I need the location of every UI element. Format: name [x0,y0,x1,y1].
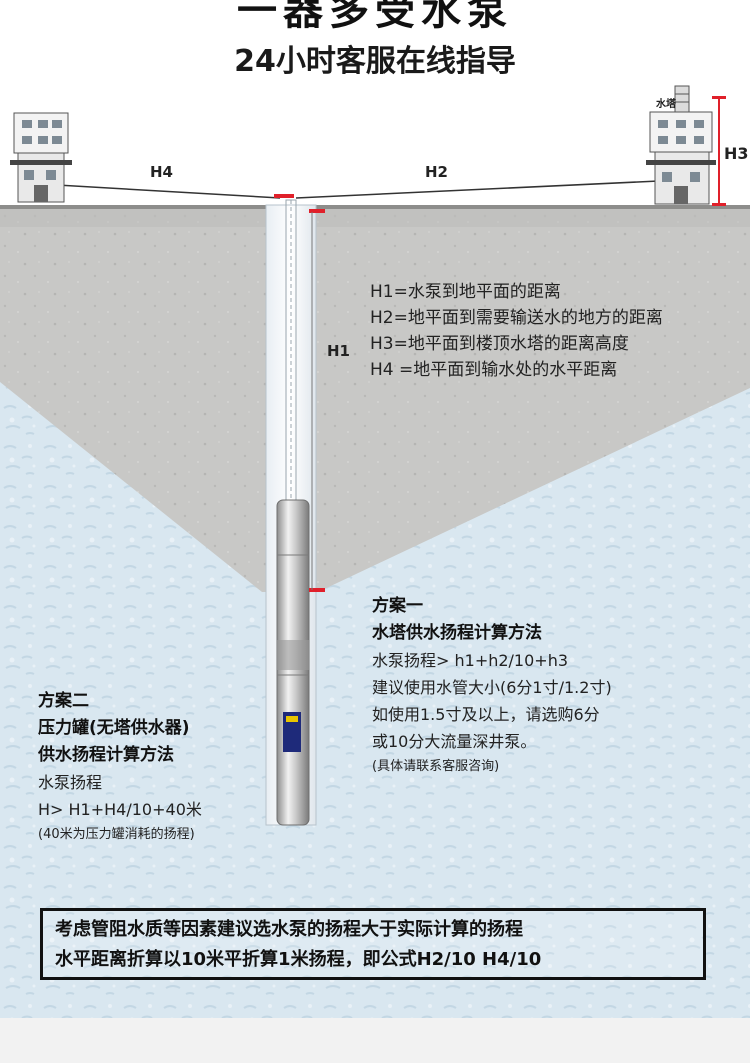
page-subtitle: 24小时客服在线指导 [0,36,750,80]
footer-note-line-2: 水平距离折算以10米平折算1米扬程，即公式H2/10 H4/10 [43,945,703,975]
legend-h4: H4 =地平面到输水处的水平距离 [370,357,663,383]
plan-two-note: (40米为压力罐消耗的扬程) [38,823,202,847]
plan-one: 方案一 水塔供水扬程计算方法 水泵扬程> h1+h2/10+h3 建议使用水管大… [372,593,612,779]
plan-two: 方案二 压力罐(无塔供水器) 供水扬程计算方法 水泵扬程 H> H1+H4/10… [38,688,202,847]
plan-one-line: 水泵扬程> h1+h2/10+h3 [372,647,612,674]
bottom-bar [0,1018,750,1063]
legend-h3: H3=地平面到楼顶水塔的距离高度 [370,331,663,357]
legend-h2: H2=地平面到需要输送水的地方的距离 [370,305,663,331]
submersible-pump [277,500,309,825]
left-building [10,113,72,202]
plan-two-title: 方案二 [38,688,202,715]
label-h2: H2 [425,163,448,181]
plan-two-line: H> H1+H4/10+40米 [38,796,202,823]
plan-one-line: 建议使用水管大小(6分1寸/1.2寸) [372,674,612,701]
top-title-partial: 一器多受水泵 [0,0,750,36]
plan-one-line: 如使用1.5寸及以上，请选购6分 [372,701,612,728]
plan-one-note: (具体请联系客服咨询) [372,755,612,779]
plan-two-subtitle-1: 压力罐(无塔供水器) [38,715,202,742]
plan-one-title: 方案一 [372,593,612,620]
plan-one-subtitle: 水塔供水扬程计算方法 [372,620,612,647]
label-h4: H4 [150,163,173,181]
label-water-tower: 水塔 [656,95,676,110]
legend-h1: H1=水泵到地平面的距离 [370,279,663,305]
label-h3: H3 [724,144,749,163]
plan-two-line: 水泵扬程 [38,769,202,796]
plan-two-subtitle-2: 供水扬程计算方法 [38,742,202,769]
footer-note-box: 考虑管阻水质等因素建议选水泵的扬程大于实际计算的扬程 水平距离折算以10米平折算… [40,908,706,980]
plan-one-line: 或10分大流量深井泵。 [372,728,612,755]
legend: H1=水泵到地平面的距离 H2=地平面到需要输送水的地方的距离 H3=地平面到楼… [370,279,663,383]
label-h1: H1 [327,342,350,360]
footer-note-line-1: 考虑管阻水质等因素建议选水泵的扬程大于实际计算的扬程 [43,915,703,945]
